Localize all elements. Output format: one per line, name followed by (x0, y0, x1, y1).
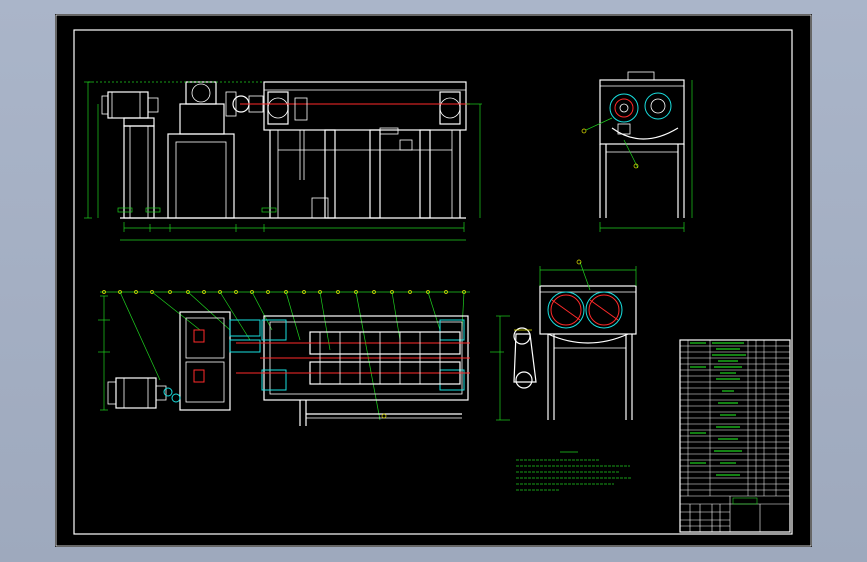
motor-icon (101, 91, 159, 219)
rotor-section-icon (236, 315, 470, 426)
inner-frame (73, 29, 793, 535)
end-section-view (490, 259, 637, 421)
chain-drive-icon (513, 327, 537, 389)
title-block-grid (680, 495, 790, 532)
gearbox-plan-icon (171, 311, 261, 411)
parts-list (680, 340, 790, 496)
mixer-housing (120, 81, 470, 219)
parts-list-text-marks (690, 342, 746, 476)
technical-notes (516, 451, 632, 491)
title-block-icon (679, 339, 791, 533)
front-elevation-view (84, 81, 482, 241)
side-elevation-view (581, 71, 693, 232)
part-balloons (100, 290, 470, 421)
front-dimensions (84, 81, 482, 241)
title-box (732, 497, 758, 505)
plan-dimensions (98, 295, 110, 411)
gearbox-icon (167, 81, 264, 219)
drawing-sheet (55, 14, 812, 547)
motor-plan-icon (107, 377, 173, 409)
outer-frame (55, 14, 812, 547)
plan-section-view (98, 290, 470, 426)
